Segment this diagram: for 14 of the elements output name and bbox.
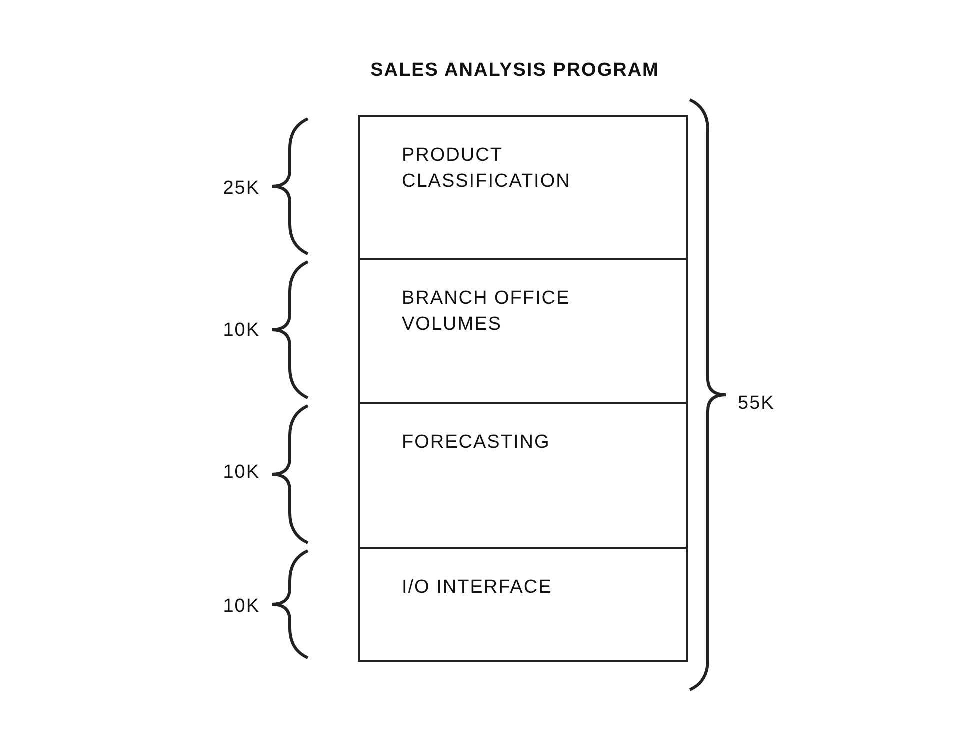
size-label: 25K <box>222 178 260 200</box>
memory-segment <box>358 402 688 549</box>
memory-segment <box>358 115 688 260</box>
segment-label: PRODUCT CLASSIFICATION <box>402 144 572 194</box>
segment-label: FORECASTING <box>402 431 552 455</box>
size-label: 10K <box>222 320 260 342</box>
diagram-title: SALES ANALYSIS PROGRAM <box>370 60 660 82</box>
size-label: 10K <box>222 462 260 484</box>
size-label: 55K <box>738 393 775 415</box>
memory-segment <box>358 547 688 662</box>
segment-label: BRANCH OFFICE VOLUMES <box>402 287 572 337</box>
size-label: 10K <box>222 596 260 618</box>
segment-label: I/O INTERFACE <box>402 576 554 600</box>
memory-segment <box>358 258 688 404</box>
